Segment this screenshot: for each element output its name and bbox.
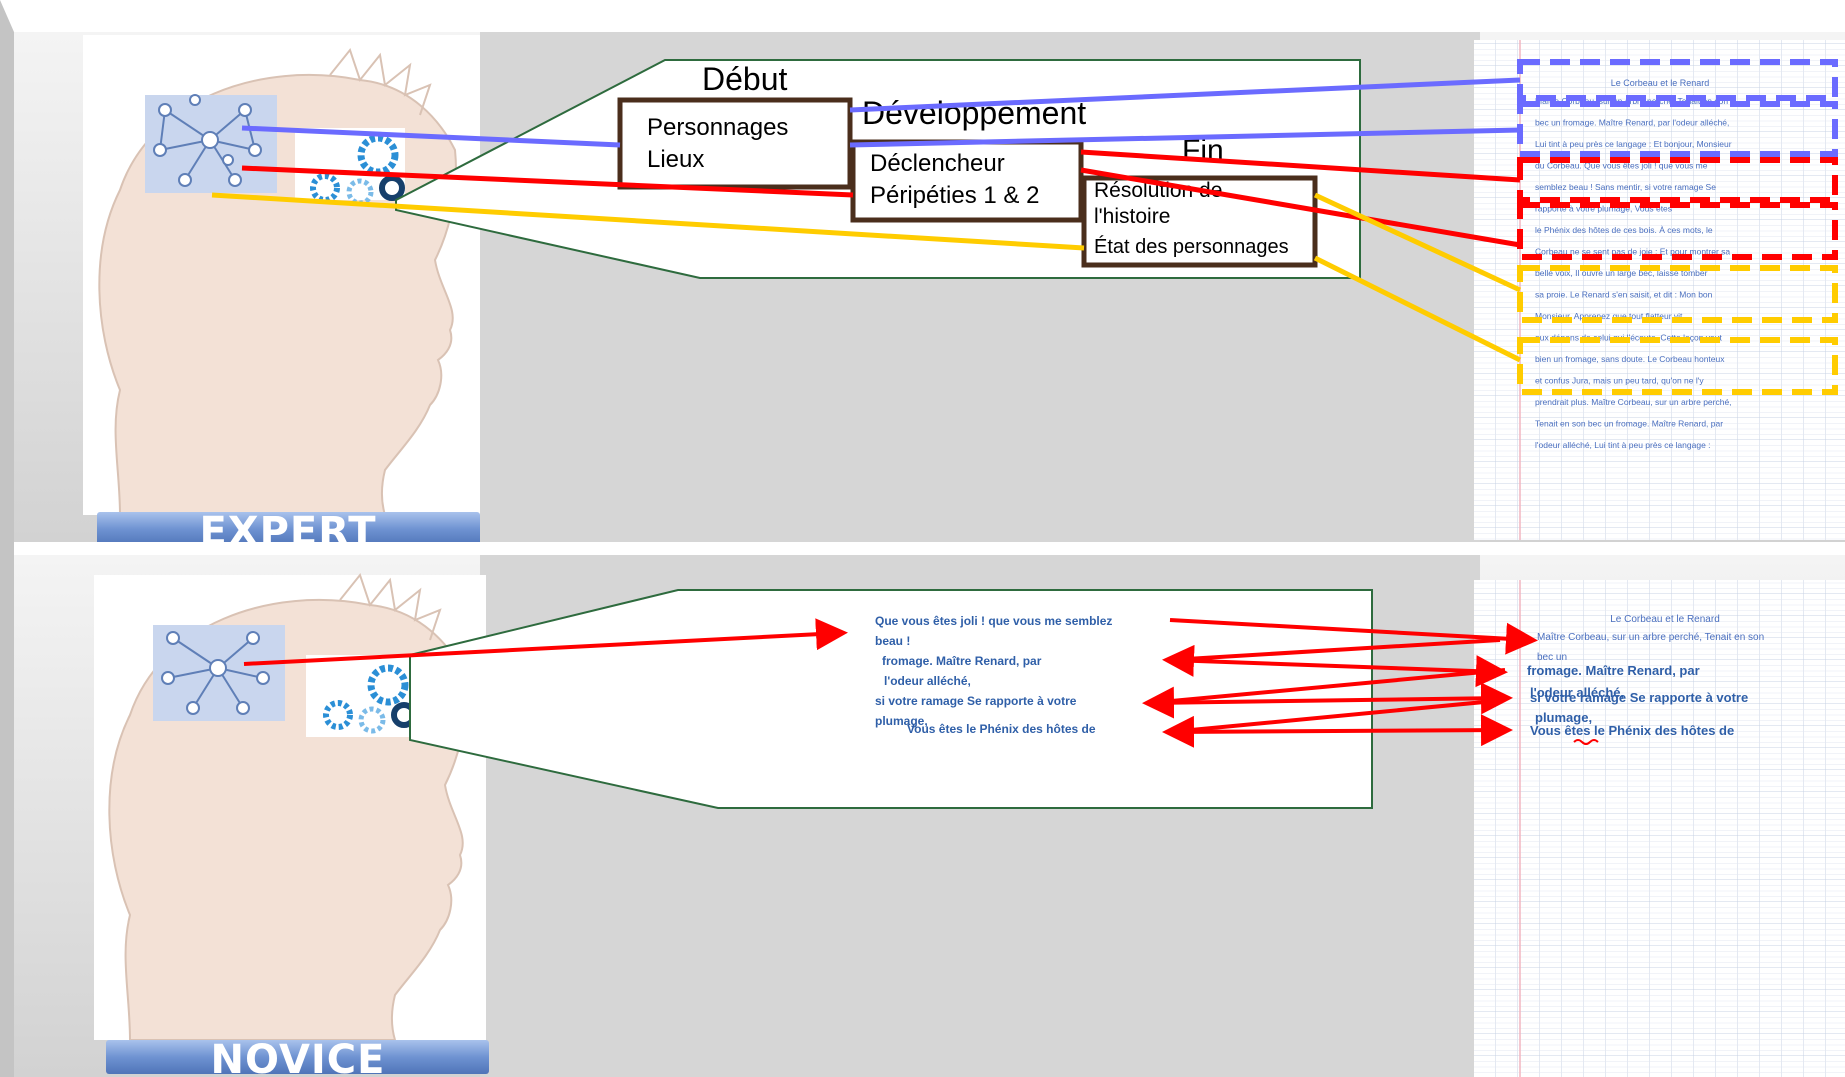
expert-doc-line: Corbeau ne se sent pas de joie ; Et pour… <box>1535 247 1730 257</box>
novice-doc-line-4: l'odeur alléché, <box>1530 685 1624 700</box>
expert-doc-line: du Corbeau. Que vous êtes joli ! que vou… <box>1535 161 1708 171</box>
debut-line-2: Lieux <box>647 146 704 173</box>
blue-connector-head-debut <box>241 125 621 148</box>
novice-doc-line-2: bec un <box>1537 652 1567 663</box>
expert-doc-line: Tenait en son bec un fromage. Maître Ren… <box>1535 419 1723 429</box>
expert-doc-line: et confus Jura, mais un peu tard, qu'on … <box>1535 376 1704 386</box>
fin-line-1: Résolution de <box>1094 179 1222 202</box>
expert-doc-line: l'odeur alléché, Lui tint à peu près ce … <box>1535 440 1711 450</box>
novice-document-title: Le Corbeau et le Renard <box>1610 614 1720 625</box>
novice-doc-line-3: fromage. Maître Renard, par <box>1527 663 1700 678</box>
novice-fragment-6: plumage, <box>875 714 928 728</box>
expert-doc-line: Monsieur, Apprenez que tout flatteur vit <box>1535 311 1683 321</box>
novice-fragments: Que vous êtes joli ! que vous me semblez… <box>875 614 1112 736</box>
red-connector-dev-doc-1 <box>1080 149 1521 183</box>
expert-document-lines: Maître Corbeau, sur un arbre perché, Ten… <box>1535 96 1732 450</box>
debut-frame <box>617 97 853 190</box>
novice-doc-line-5: si votre ramage Se rapporte à votre <box>1530 690 1748 705</box>
expert-doc-highlight-blue-1 <box>1517 59 1838 101</box>
debut-title: Début <box>702 61 788 97</box>
expert-doc-highlight-red-2 <box>1517 202 1838 260</box>
expert-network-icon <box>145 94 277 193</box>
novice-network-icon <box>153 625 285 721</box>
red-connector-head-developpement <box>241 165 854 198</box>
novice-fragment-4: l'odeur alléché, <box>884 674 971 688</box>
novice-fragment-7: Vous êtes le Phénix des hôtes de <box>907 722 1096 736</box>
fin-line-3: État des personnages <box>1094 235 1289 258</box>
expert-doc-line: bien un fromage, sans doute. Le Corbeau … <box>1535 354 1725 364</box>
expert-doc-line: prendrait plus. Maître Corbeau, sur un a… <box>1535 397 1732 407</box>
expert-caption-bar <box>97 512 480 546</box>
expert-connectors <box>211 77 1522 363</box>
expert-doc-line: Lui tint à peu près ce langage : Et bonj… <box>1535 139 1732 149</box>
novice-hair-icon <box>339 572 442 641</box>
novice-arrows <box>243 618 1538 748</box>
fin-line-2: l'histoire <box>1094 205 1170 228</box>
expert-document-title: Le Corbeau et le Renard <box>1611 78 1710 88</box>
novice-document-page <box>1474 580 1845 1077</box>
expert-doc-line: rapporte à votre plumage, Vous êtes <box>1535 204 1672 214</box>
novice-fragment-1: Que vous êtes joli ! que vous me semblez <box>875 614 1112 628</box>
novice-fragment-2: beau ! <box>875 634 910 648</box>
novice-gears-icon <box>306 655 417 737</box>
novice-caption: NOVICE <box>211 1037 386 1077</box>
expert-gears-icon <box>295 128 405 206</box>
expert-doc-highlight-yellow-1 <box>1517 265 1838 323</box>
debut-line-1: Personnages <box>647 114 788 141</box>
novice-panel: NOVICE Que vous êtes joli ! que vous me … <box>14 555 1845 1077</box>
expert-doc-highlight-blue-2 <box>1517 101 1838 157</box>
fin-box: Fin Résolution de l'histoire État des pe… <box>1081 134 1318 268</box>
red-connector-dev-doc-2 <box>1080 167 1521 248</box>
left-bevel <box>0 0 14 1077</box>
novice-doc-line-6: plumage, <box>1535 710 1592 725</box>
yellow-connector-head-fin <box>211 192 1085 251</box>
developpement-box: Développement Déclencheur Péripéties 1 &… <box>850 95 1086 223</box>
novice-arrow-frag3-doc-b <box>1149 668 1506 705</box>
expert-doc-line: semblez beau ! Sans mentir, si votre ram… <box>1535 182 1716 192</box>
yellow-connector-fin-doc-1 <box>1313 192 1522 293</box>
novice-caption-bar <box>106 1040 489 1074</box>
novice-doc-spellcheck-squiggle <box>1573 739 1599 745</box>
novice-arrow-frag4-doc <box>1162 714 1513 748</box>
expert-head-card: EXPERT <box>83 35 480 555</box>
novice-fragment-3: fromage. Maître Renard, par <box>882 654 1042 668</box>
novice-arrow-frag2-doc-b <box>1169 638 1501 662</box>
expert-hair-icon <box>329 47 432 116</box>
blue-connector-debut-doc-1 <box>849 77 1521 113</box>
expert-panel: EXPERT Début Personnages Lieux Développe… <box>14 32 1845 555</box>
novice-arrow-frag2-doc <box>1162 644 1508 688</box>
expert-doc-line: belle voix, Il ouvre un large bec, laiss… <box>1535 268 1708 278</box>
developpement-line-1: Déclencheur <box>870 150 1005 177</box>
blue-connector-debut-doc-2 <box>849 127 1521 148</box>
expert-doc-line: bec un fromage. Maître Renard, par l'ode… <box>1535 118 1729 128</box>
expert-doc-line: le Phénix des hôtes de ces bois. À ces m… <box>1535 225 1713 235</box>
novice-arrow-frag4-doc-b <box>1169 698 1506 734</box>
expert-doc-highlight-yellow-2 <box>1517 337 1838 395</box>
yellow-connector-fin-doc-2 <box>1313 255 1522 363</box>
panel-separator <box>0 542 1845 555</box>
expert-doc-line: sa proie. Le Renard s'en saisit, et dit … <box>1535 290 1713 300</box>
novice-arrow-frag1-doc <box>1169 618 1538 655</box>
novice-document: Le Corbeau et le Renard Maître Corbeau, … <box>1474 580 1845 1077</box>
novice-head-card: NOVICE <box>94 572 489 1077</box>
novice-fragment-5: si votre ramage Se rapporte à votre <box>875 694 1077 708</box>
debut-box: Début Personnages Lieux <box>617 61 853 190</box>
developpement-line-2: Péripéties 1 & 2 <box>870 182 1039 209</box>
novice-doc-line-7: Vous êtes le Phénix des hôtes de <box>1530 723 1734 738</box>
novice-arrow-frag3-doc <box>1142 682 1513 719</box>
novice-arrow-head-to-fragment <box>243 618 848 666</box>
expert-document-page <box>1474 40 1845 540</box>
expert-document: Le Corbeau et le Renard Maître Corbeau, … <box>1474 40 1845 540</box>
novice-doc-line-1: Maître Corbeau, sur un arbre perché, Ten… <box>1537 632 1764 643</box>
